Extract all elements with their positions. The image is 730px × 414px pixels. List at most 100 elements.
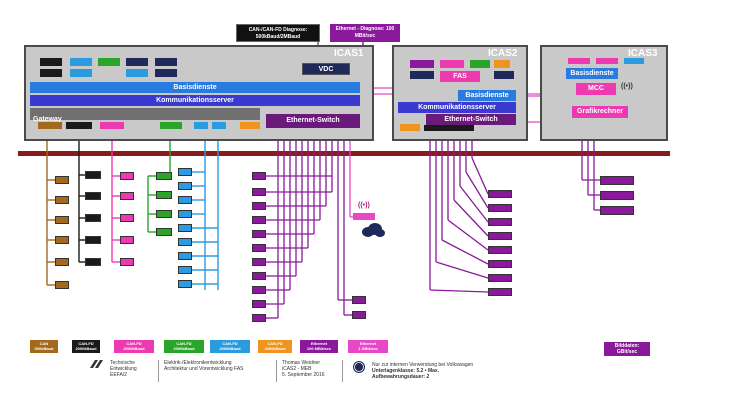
icas1-kommserver: Kommunikationsserver bbox=[30, 95, 360, 106]
notice-block: Nur zur internen Verwendung bei Volkswag… bbox=[372, 362, 474, 380]
icas1-ethswitch: Ethernet-Switch bbox=[266, 114, 360, 128]
ecu-eth100 bbox=[252, 272, 266, 280]
icas3-grafik: Grafikrechner bbox=[572, 106, 628, 118]
ecu-eth100 bbox=[352, 296, 366, 304]
ecu-green bbox=[470, 60, 490, 68]
ecu-eth100 bbox=[488, 260, 512, 268]
port-canfd-orange bbox=[400, 124, 420, 131]
ecu-eth100 bbox=[252, 216, 266, 224]
port-canfd-green bbox=[160, 122, 182, 129]
ecu-canfd-pink bbox=[120, 172, 134, 180]
icas1-title: ICAS1 bbox=[334, 48, 364, 59]
ecu-blue bbox=[70, 58, 92, 66]
icas1-gateway: Gateway bbox=[30, 108, 260, 123]
eth-drops-icas2 bbox=[429, 130, 489, 293]
ecu-black bbox=[40, 69, 62, 77]
icas3-mcc: MCC bbox=[576, 83, 616, 95]
ecu-eth100 bbox=[252, 172, 266, 180]
gateway-label: Gateway bbox=[33, 116, 62, 123]
ecu-canfd-green bbox=[156, 210, 172, 218]
ecu-eth100 bbox=[252, 286, 266, 294]
ecu-canfd-green bbox=[156, 172, 172, 180]
ecu-purple bbox=[410, 60, 434, 68]
ecu-can bbox=[55, 216, 69, 224]
ecu-eth100 bbox=[252, 300, 266, 308]
ecu-eth100 bbox=[252, 230, 266, 238]
can-diag-text: CAN-/CAN-FD Diagnose: 500kBaud/2MBaud bbox=[248, 27, 308, 40]
icas2-title: ICAS2 bbox=[488, 48, 518, 59]
port-canfd-blue bbox=[194, 122, 208, 129]
bilddaten-label: Bilddaten:GBit/sec bbox=[604, 342, 650, 356]
ecu-navy bbox=[126, 58, 148, 66]
ecu-canfd-green bbox=[156, 191, 172, 199]
ecu-canfd-pink bbox=[120, 192, 134, 200]
divider bbox=[158, 360, 159, 382]
ecu-eth100 bbox=[488, 190, 512, 198]
ecu-canfd-black bbox=[85, 171, 101, 179]
ecu-blue bbox=[70, 69, 92, 77]
divider bbox=[276, 360, 277, 382]
ecu-eth100 bbox=[252, 314, 266, 322]
ecu-eth100 bbox=[352, 311, 366, 319]
ecu-can bbox=[55, 196, 69, 204]
ecu-eth100 bbox=[488, 288, 512, 296]
ecu-black bbox=[40, 58, 62, 66]
ecu-canfd-blue bbox=[178, 168, 192, 176]
icas3-title: ICAS3 bbox=[628, 48, 658, 59]
ecu-pink bbox=[568, 58, 590, 64]
ecu-can bbox=[55, 236, 69, 244]
can-diag-label: CAN-/CAN-FD Diagnose: 500kBaud/2MBaud bbox=[236, 24, 320, 42]
port-canfd-black bbox=[66, 122, 92, 129]
ecu-eth100 bbox=[600, 191, 634, 200]
ecu-canfd-pink bbox=[120, 214, 134, 222]
icas2-ethswitch: Ethernet-Switch bbox=[426, 114, 516, 125]
ecu-blue bbox=[126, 69, 148, 77]
canfd-pink-drops bbox=[111, 130, 120, 263]
ecu-navy bbox=[155, 69, 177, 77]
eth-drops-icas3 bbox=[581, 130, 600, 211]
ecu-eth100 bbox=[252, 202, 266, 210]
icas3-basisdienste: Basisdienste bbox=[566, 68, 618, 79]
ecu-canfd-blue bbox=[178, 266, 192, 274]
ecu-canfd-black bbox=[85, 214, 101, 222]
can-brown-drops bbox=[46, 130, 55, 286]
ecu-canfd-blue bbox=[178, 196, 192, 204]
wifi-antenna-icon: ((•)) bbox=[358, 202, 370, 209]
ecu-canfd-blue bbox=[178, 238, 192, 246]
divider bbox=[342, 360, 343, 382]
port-canfd-blue bbox=[212, 122, 226, 129]
ecu-eth100 bbox=[600, 176, 634, 185]
wifi-module bbox=[353, 213, 375, 220]
ecu-canfd-blue bbox=[178, 210, 192, 218]
vw-tech-logo-icon bbox=[90, 360, 103, 368]
ecu-navy bbox=[494, 71, 514, 79]
ecu-canfd-blue bbox=[178, 182, 192, 190]
icas2-kommserver: Kommunikationsserver bbox=[398, 102, 516, 113]
ecu-canfd-black bbox=[85, 236, 101, 244]
port-can bbox=[38, 122, 62, 129]
ecu-canfd-pink bbox=[120, 236, 134, 244]
ecu-canfd-green bbox=[156, 228, 172, 236]
eth-diag-label: Ethernet - Diagnose: 100 MBit/sec bbox=[330, 24, 400, 42]
ecu-canfd-blue bbox=[178, 280, 192, 288]
ecu-eth100 bbox=[488, 204, 512, 212]
port-canfd-orange bbox=[240, 122, 260, 129]
port-canfd-pink bbox=[100, 122, 124, 129]
ecu-can bbox=[55, 176, 69, 184]
ecu-pink bbox=[440, 60, 464, 68]
canfd-blue-drops bbox=[190, 130, 219, 290]
cloud-icon bbox=[362, 223, 385, 237]
